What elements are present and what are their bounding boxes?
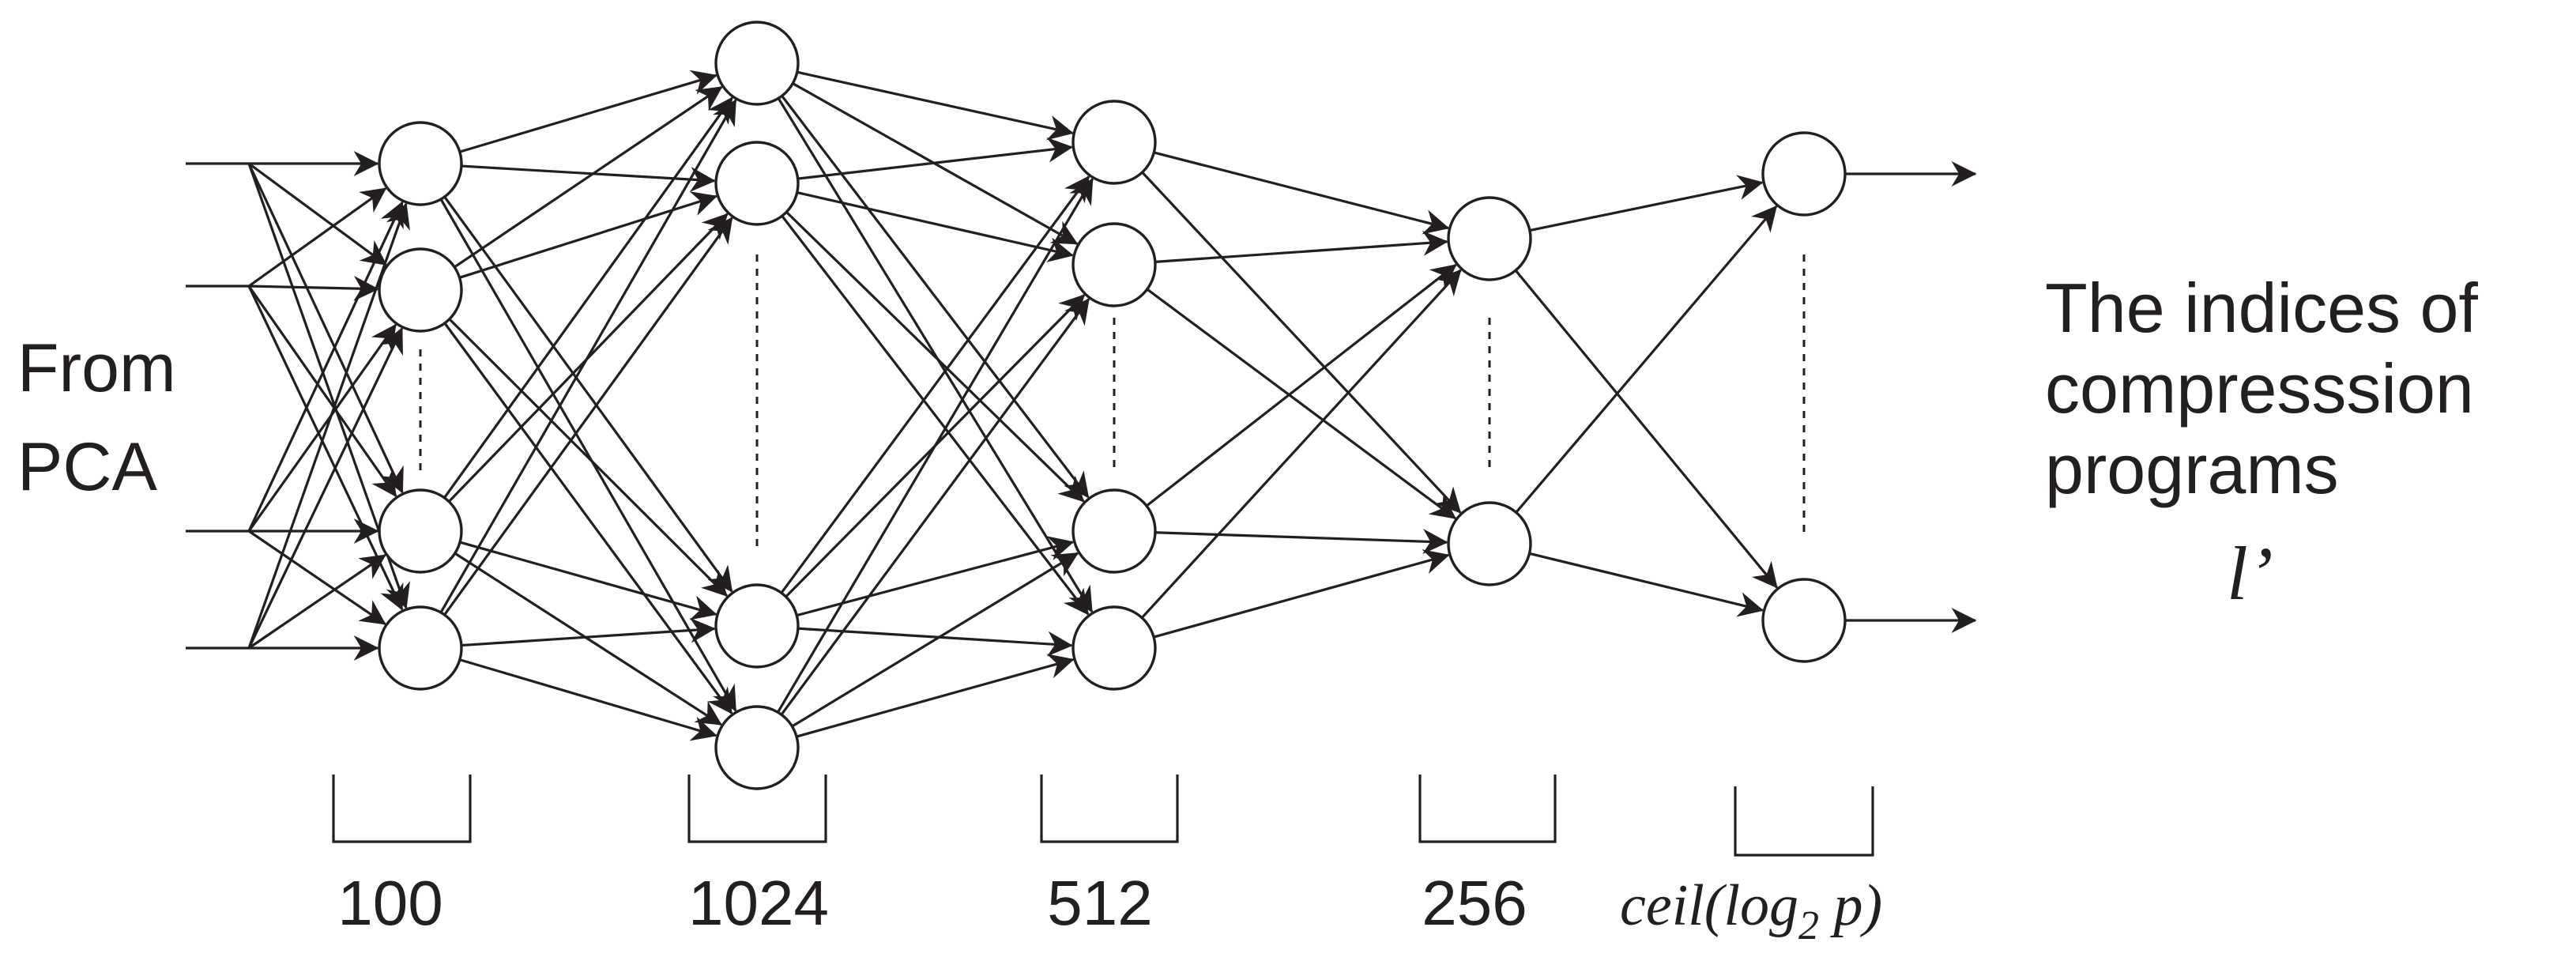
input-edge — [247, 327, 404, 649]
layer-edge — [459, 658, 717, 741]
layer-edge — [781, 215, 1090, 616]
neuron-node — [714, 21, 800, 106]
input-label: From PCA — [17, 330, 176, 505]
layer-label-output: ceil(log2 p) — [1620, 873, 1882, 948]
layer-brackets — [332, 775, 1874, 857]
neuron-node — [1071, 488, 1157, 574]
layer-edge — [461, 617, 716, 647]
output-symbol: l’ — [2227, 531, 2273, 616]
layer-edge — [454, 552, 722, 726]
neuron-node — [714, 705, 800, 790]
layer-edge — [777, 97, 1094, 613]
layer-label-1024: 1024 — [688, 868, 829, 938]
neuron-node — [378, 605, 463, 691]
neuron-node — [378, 488, 463, 574]
layer-bracket — [1734, 786, 1874, 857]
layer-edge — [780, 298, 1090, 716]
layer-edge — [1154, 230, 1448, 263]
layer-edge — [780, 175, 1090, 594]
layer-edge — [443, 196, 733, 593]
layer-edge — [1140, 269, 1462, 619]
layer-bracket — [1040, 775, 1179, 843]
layer-edge — [797, 190, 1074, 262]
input-edge — [247, 323, 397, 532]
layer-edge — [797, 70, 1074, 141]
neuron-node — [1761, 578, 1847, 663]
layer-bracket — [687, 775, 827, 843]
layer-edge — [459, 70, 717, 153]
input-edge — [248, 162, 387, 266]
input-edge — [247, 285, 404, 611]
neuron-node — [714, 141, 800, 226]
layer-edge — [796, 536, 1075, 617]
neuron-node — [1071, 222, 1157, 307]
neuron-node — [1447, 196, 1532, 281]
layer-label-output-suffix: p) — [1819, 873, 1882, 938]
input-label-line2: PCA — [17, 429, 157, 505]
input-edge — [247, 285, 397, 498]
layer-label-output-prefix: ceil(log — [1620, 873, 1798, 938]
layer-edge — [1146, 288, 1456, 520]
output-label: The indices of compresssion programs l’ — [2045, 269, 2478, 616]
layer-label-output-subscript: 2 — [1798, 903, 1819, 948]
layer-edge — [1514, 270, 1778, 589]
layer-edge — [1515, 205, 1778, 514]
neuron-node — [1071, 100, 1157, 185]
layer-edge — [777, 178, 1094, 714]
layer-edge — [1153, 151, 1450, 235]
output-label-line1: The indices of — [2045, 269, 2478, 347]
layer-edge — [443, 217, 733, 616]
layer-edge — [1141, 171, 1462, 514]
connection-edges — [186, 70, 1977, 741]
layer-bracket — [332, 775, 472, 843]
neuron-node — [378, 247, 463, 333]
layer-edge — [796, 654, 1075, 738]
neuron-node — [1071, 605, 1157, 691]
input-edge — [248, 276, 379, 302]
output-label-line2: compresssion — [2045, 349, 2474, 428]
neuron-node — [1761, 131, 1847, 217]
layer-size-labels: 100 1024 512 256 ceil(log2 p) — [337, 868, 1882, 948]
neuron-node — [1447, 501, 1532, 586]
layer-edge — [791, 552, 1079, 728]
input-edge — [248, 530, 386, 625]
input-edge — [248, 554, 386, 650]
layer-edge — [1153, 549, 1450, 639]
layer-edge — [443, 322, 733, 714]
layer-edge — [439, 99, 737, 613]
layer-label-100: 100 — [337, 868, 443, 938]
layer-edge — [448, 318, 728, 597]
input-edge — [247, 201, 404, 532]
neuron-node — [714, 583, 800, 669]
input-edge — [247, 163, 404, 494]
neuron-node — [378, 121, 463, 206]
layer-label-512: 512 — [1047, 868, 1152, 938]
layer-edge — [1529, 552, 1764, 617]
layer-edge — [781, 95, 1090, 499]
layer-edge — [1529, 175, 1764, 232]
input-label-line1: From — [17, 330, 176, 406]
layer-edge — [785, 211, 1085, 503]
layer-edge — [443, 96, 733, 499]
neuron-nodes — [378, 21, 1847, 790]
layer-edge — [459, 541, 717, 620]
layer-edge — [461, 164, 716, 193]
layer-edge — [439, 198, 737, 712]
ellipsis-dotted-lines — [419, 254, 1806, 547]
output-label-line3: programs — [2045, 430, 2339, 508]
layer-edge — [1146, 263, 1457, 507]
layer-bracket — [1418, 775, 1557, 843]
layer-edge — [1154, 529, 1448, 555]
layer-label-256: 256 — [1422, 868, 1527, 938]
layer-edge — [454, 85, 723, 269]
layer-edge — [797, 137, 1073, 180]
input-edge — [248, 187, 387, 288]
